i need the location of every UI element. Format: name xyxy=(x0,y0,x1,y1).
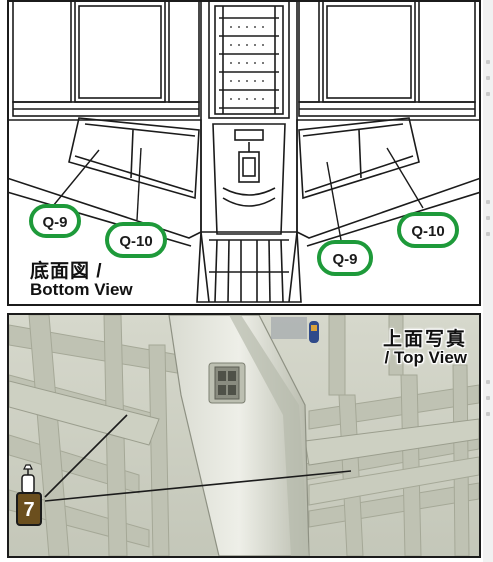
bottom-view-title-ja: 底面図 / xyxy=(30,261,103,282)
bottom-view-label: 底面図 / Bottom View xyxy=(30,262,133,298)
callout-q9-right-text: Q-9 xyxy=(332,251,357,268)
callout-q9-right: Q-9 xyxy=(317,240,373,276)
top-view-title-en: / Top View xyxy=(384,348,468,367)
paint-chip-number: 7 xyxy=(23,499,34,521)
bottom-view-panel: Q-9 Q-10 Q-9 Q-10 xyxy=(7,0,481,306)
top-view-title-ja: 上面写真 xyxy=(382,329,467,350)
callout-q10-left-text: Q-10 xyxy=(119,233,152,250)
paint-bottle-icon xyxy=(21,464,35,494)
top-view-photo-panel: 7 xyxy=(7,313,481,558)
bottom-view-title-en: Bottom View xyxy=(30,280,133,299)
callout-q10-right: Q-10 xyxy=(397,212,459,248)
callout-q10-left: Q-10 xyxy=(105,222,167,258)
paint-leader-lines xyxy=(44,414,352,502)
callout-q10-right-text: Q-10 xyxy=(411,223,444,240)
callout-q9-left-text: Q-9 xyxy=(42,214,67,231)
bay-rivets xyxy=(230,26,264,100)
leader-lines xyxy=(52,147,424,241)
page-edge-strip xyxy=(483,0,493,562)
callout-q9-left: Q-9 xyxy=(29,204,81,238)
paint-chip: 7 xyxy=(16,492,42,526)
top-view-photo: 7 xyxy=(9,315,479,556)
bottom-view-drawing: Q-9 Q-10 Q-9 Q-10 xyxy=(9,2,479,303)
top-view-label: 上面写真 / Top View xyxy=(383,330,467,366)
